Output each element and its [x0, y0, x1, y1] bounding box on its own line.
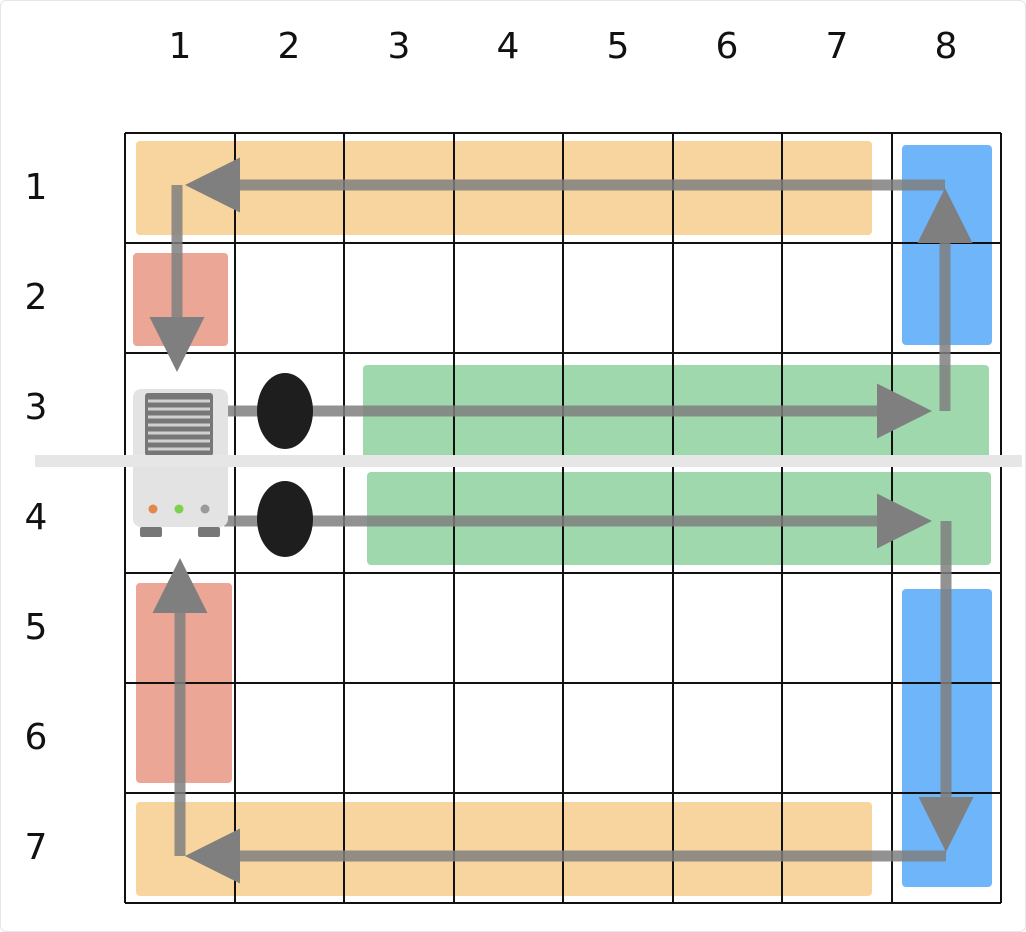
column-label: 3 [387, 26, 411, 67]
row-label: 7 [24, 827, 48, 868]
row-label: 4 [24, 497, 48, 538]
row-label: 3 [24, 387, 48, 428]
bottom-orange-zone [136, 802, 872, 896]
column-label: 6 [715, 26, 739, 67]
column-label: 7 [825, 26, 849, 67]
row-label: 5 [24, 607, 48, 648]
row-label: 1 [24, 167, 48, 208]
divider-band [35, 455, 1022, 467]
column-label: 4 [496, 26, 520, 67]
column-label: 2 [277, 26, 301, 67]
row-label: 6 [24, 717, 48, 758]
row-label: 2 [24, 277, 48, 318]
column-label: 1 [168, 26, 192, 67]
fan-node-icon [257, 373, 313, 449]
fan-node-icon [257, 481, 313, 557]
column-label: 5 [606, 26, 630, 67]
column-label: 8 [934, 26, 958, 67]
